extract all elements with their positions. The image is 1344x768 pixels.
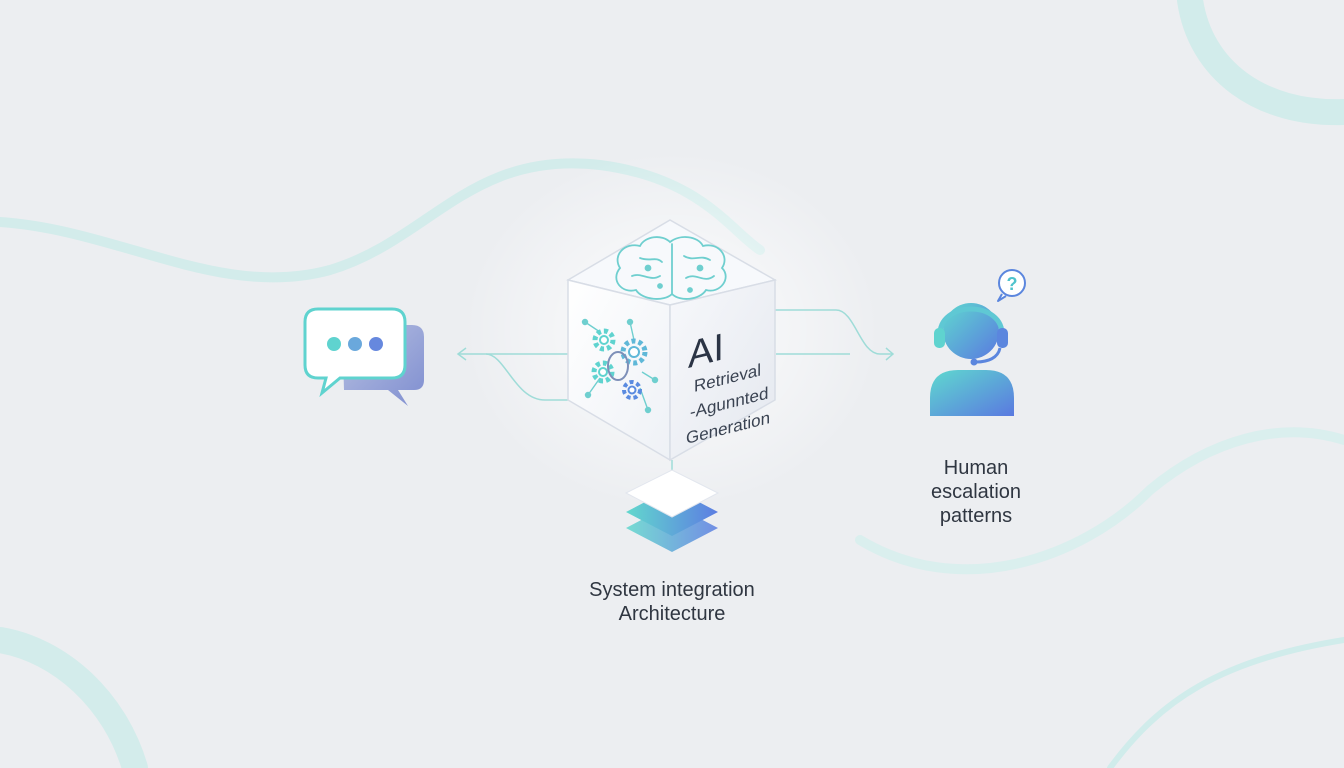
ai-cube: AI Retrieval -Agunnted Generation — [566, 219, 778, 462]
cube-text-group: AI — [688, 326, 724, 377]
layers-icon — [624, 469, 720, 552]
human-escalation-label: Human escalation patterns — [900, 456, 1052, 528]
cube-right-face — [669, 279, 776, 462]
agent-body — [930, 370, 1014, 416]
chat-dot-2 — [348, 337, 362, 351]
gears-icon — [581, 318, 659, 414]
chat-dot-1 — [327, 337, 341, 351]
brain-icon — [615, 236, 727, 300]
cube-title: AI — [688, 326, 724, 377]
support-agent-icon: ? — [930, 269, 1026, 416]
chat-bubble-icon — [303, 307, 424, 406]
connector-chat-wave — [485, 353, 572, 401]
question-mark: ? — [1007, 274, 1018, 294]
arrow-to-chat — [456, 347, 467, 361]
system-integration-label: System integration Architecture — [552, 578, 792, 626]
agent-head — [943, 303, 999, 359]
arrow-to-human — [885, 347, 895, 361]
human-label-line-2: escalation — [930, 481, 1022, 503]
human-label-line-3: patterns — [939, 505, 1013, 527]
system-label-line-1: System integration — [589, 579, 755, 601]
system-label-line-2: Architecture — [618, 603, 726, 625]
chat-dot-3 — [369, 337, 383, 351]
agent-headset — [937, 306, 1005, 337]
question-bubble-icon: ? — [997, 269, 1026, 302]
connector-cube-to-human — [775, 309, 893, 355]
human-label-line-1: Human — [943, 457, 1009, 479]
